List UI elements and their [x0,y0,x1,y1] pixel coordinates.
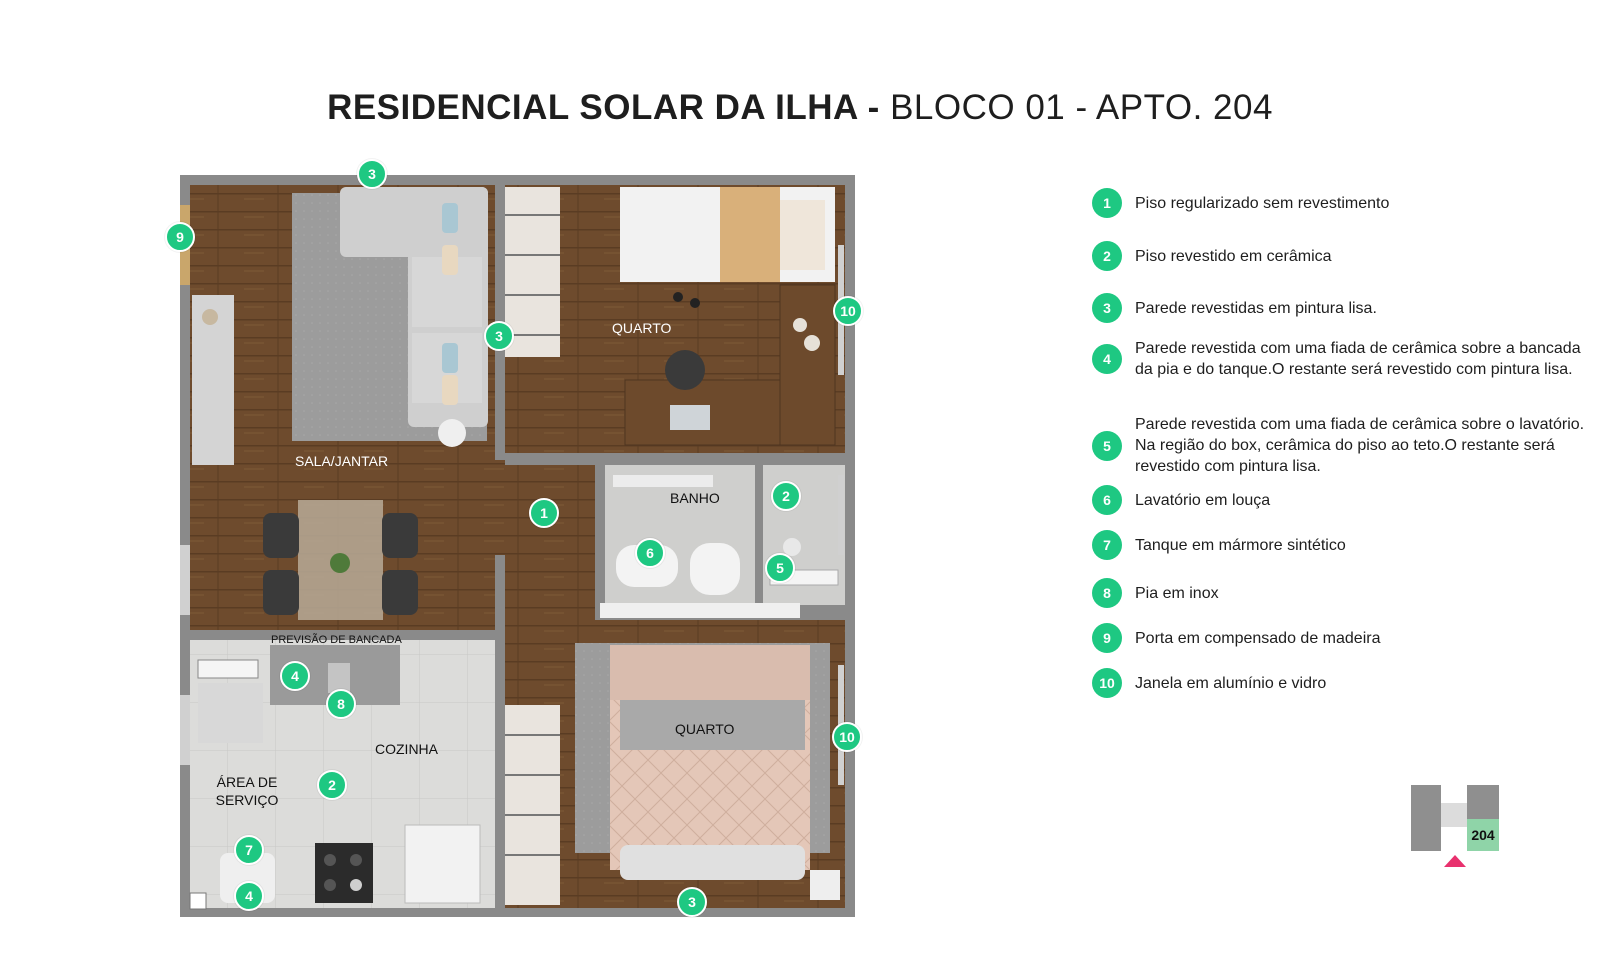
key-plan-core [1441,803,1467,827]
legend-item-5: 5 Parede revestida com uma fiada de cerâ… [1092,414,1592,477]
hall-floor [495,460,595,630]
label-quarto-1: QUARTO [612,320,672,336]
label-area-servico-line1: ÁREA DE [216,774,278,790]
legend-text: Janela em alumínio e vidro [1135,674,1327,692]
marker-2-kitchen: 2 [317,770,347,800]
marker-5: 5 [765,553,795,583]
marker-4-bench: 4 [280,661,310,691]
legend-text: Lavatório em louça [1135,491,1271,509]
key-plan-apt-204: 204 [1467,819,1499,851]
legend-text: Parede revestida com uma fiada de cerâmi… [1135,416,1585,475]
legend-text: Tanque em mármore sintético [1135,536,1346,554]
marker-6: 6 [635,538,665,568]
page-title: RESIDENCIAL SOLAR DA ILHA - BLOCO 01 - A… [0,88,1600,128]
legend-text: Piso regularizado sem revestimento [1135,194,1390,212]
legend-item-7: 7 Tanque em mármore sintético [1092,530,1592,560]
floor-plan-drawing [180,175,855,917]
legend-text: Parede revestida com uma fiada de cerâmi… [1135,340,1581,378]
key-plan-block-right [1467,785,1499,819]
marker-3-mid: 3 [484,321,514,351]
label-area-servico: ÁREA DE SERVIÇO [202,773,292,809]
marker-4-tank: 4 [234,881,264,911]
label-sala-jantar: SALA/JANTAR [295,453,389,469]
legend-item-10: 10 Janela em alumínio e vidro [1092,668,1592,698]
title-unit: BLOCO 01 - APTO. 204 [879,88,1273,127]
legend-item-8: 8 Pia em inox [1092,578,1592,608]
legend-item-4: 4 Parede revestida com uma fiada de cerâ… [1092,338,1592,380]
legend-item-6: 6 Lavatório em louça [1092,485,1592,515]
location-pointer-icon [1444,855,1466,867]
legend-text: Porta em compensado de madeira [1135,629,1381,647]
legend-number: 9 [1092,623,1122,653]
marker-2-bath: 2 [771,481,801,511]
key-plan: 204 [1411,785,1501,869]
label-quarto-2: QUARTO [675,721,735,737]
marker-7: 7 [234,835,264,865]
legend-item-9: 9 Porta em compensado de madeira [1092,623,1592,653]
key-plan-block-left [1411,785,1441,851]
floor-plan: SALA/JANTAR QUARTO BANHO QUARTO COZINHA … [165,159,863,917]
marker-10-top: 10 [833,296,863,326]
marker-10-bottom: 10 [832,722,862,752]
marker-3-bottom: 3 [677,887,707,917]
legend-number: 4 [1092,344,1122,374]
legend-text: Piso revestido em cerâmica [1135,247,1332,265]
label-bancada: PREVISÃO DE BANCADA [271,634,402,646]
legend-number: 2 [1092,241,1122,271]
marker-9: 9 [165,222,195,252]
legend-number: 8 [1092,578,1122,608]
legend-number: 6 [1092,485,1122,515]
marker-1: 1 [529,498,559,528]
legend-number: 5 [1092,430,1122,461]
legend-number: 10 [1092,668,1122,698]
marker-3-top: 3 [357,159,387,189]
legend-text: Pia em inox [1135,584,1219,602]
marker-8: 8 [326,689,356,719]
legend-text: Parede revestidas em pintura lisa. [1135,299,1377,317]
legend-item-3: 3 Parede revestidas em pintura lisa. [1092,293,1592,323]
label-area-servico-line2: SERVIÇO [215,792,279,808]
legend-item-1: 1 Piso regularizado sem revestimento [1092,188,1592,218]
legend-item-2: 2 Piso revestido em cerâmica [1092,241,1592,271]
label-cozinha: COZINHA [375,741,438,757]
label-banho: BANHO [670,490,720,506]
legend-number: 7 [1092,530,1122,560]
legend-number: 3 [1092,293,1122,323]
legend-number: 1 [1092,188,1122,218]
title-project: RESIDENCIAL SOLAR DA ILHA - [327,88,880,127]
